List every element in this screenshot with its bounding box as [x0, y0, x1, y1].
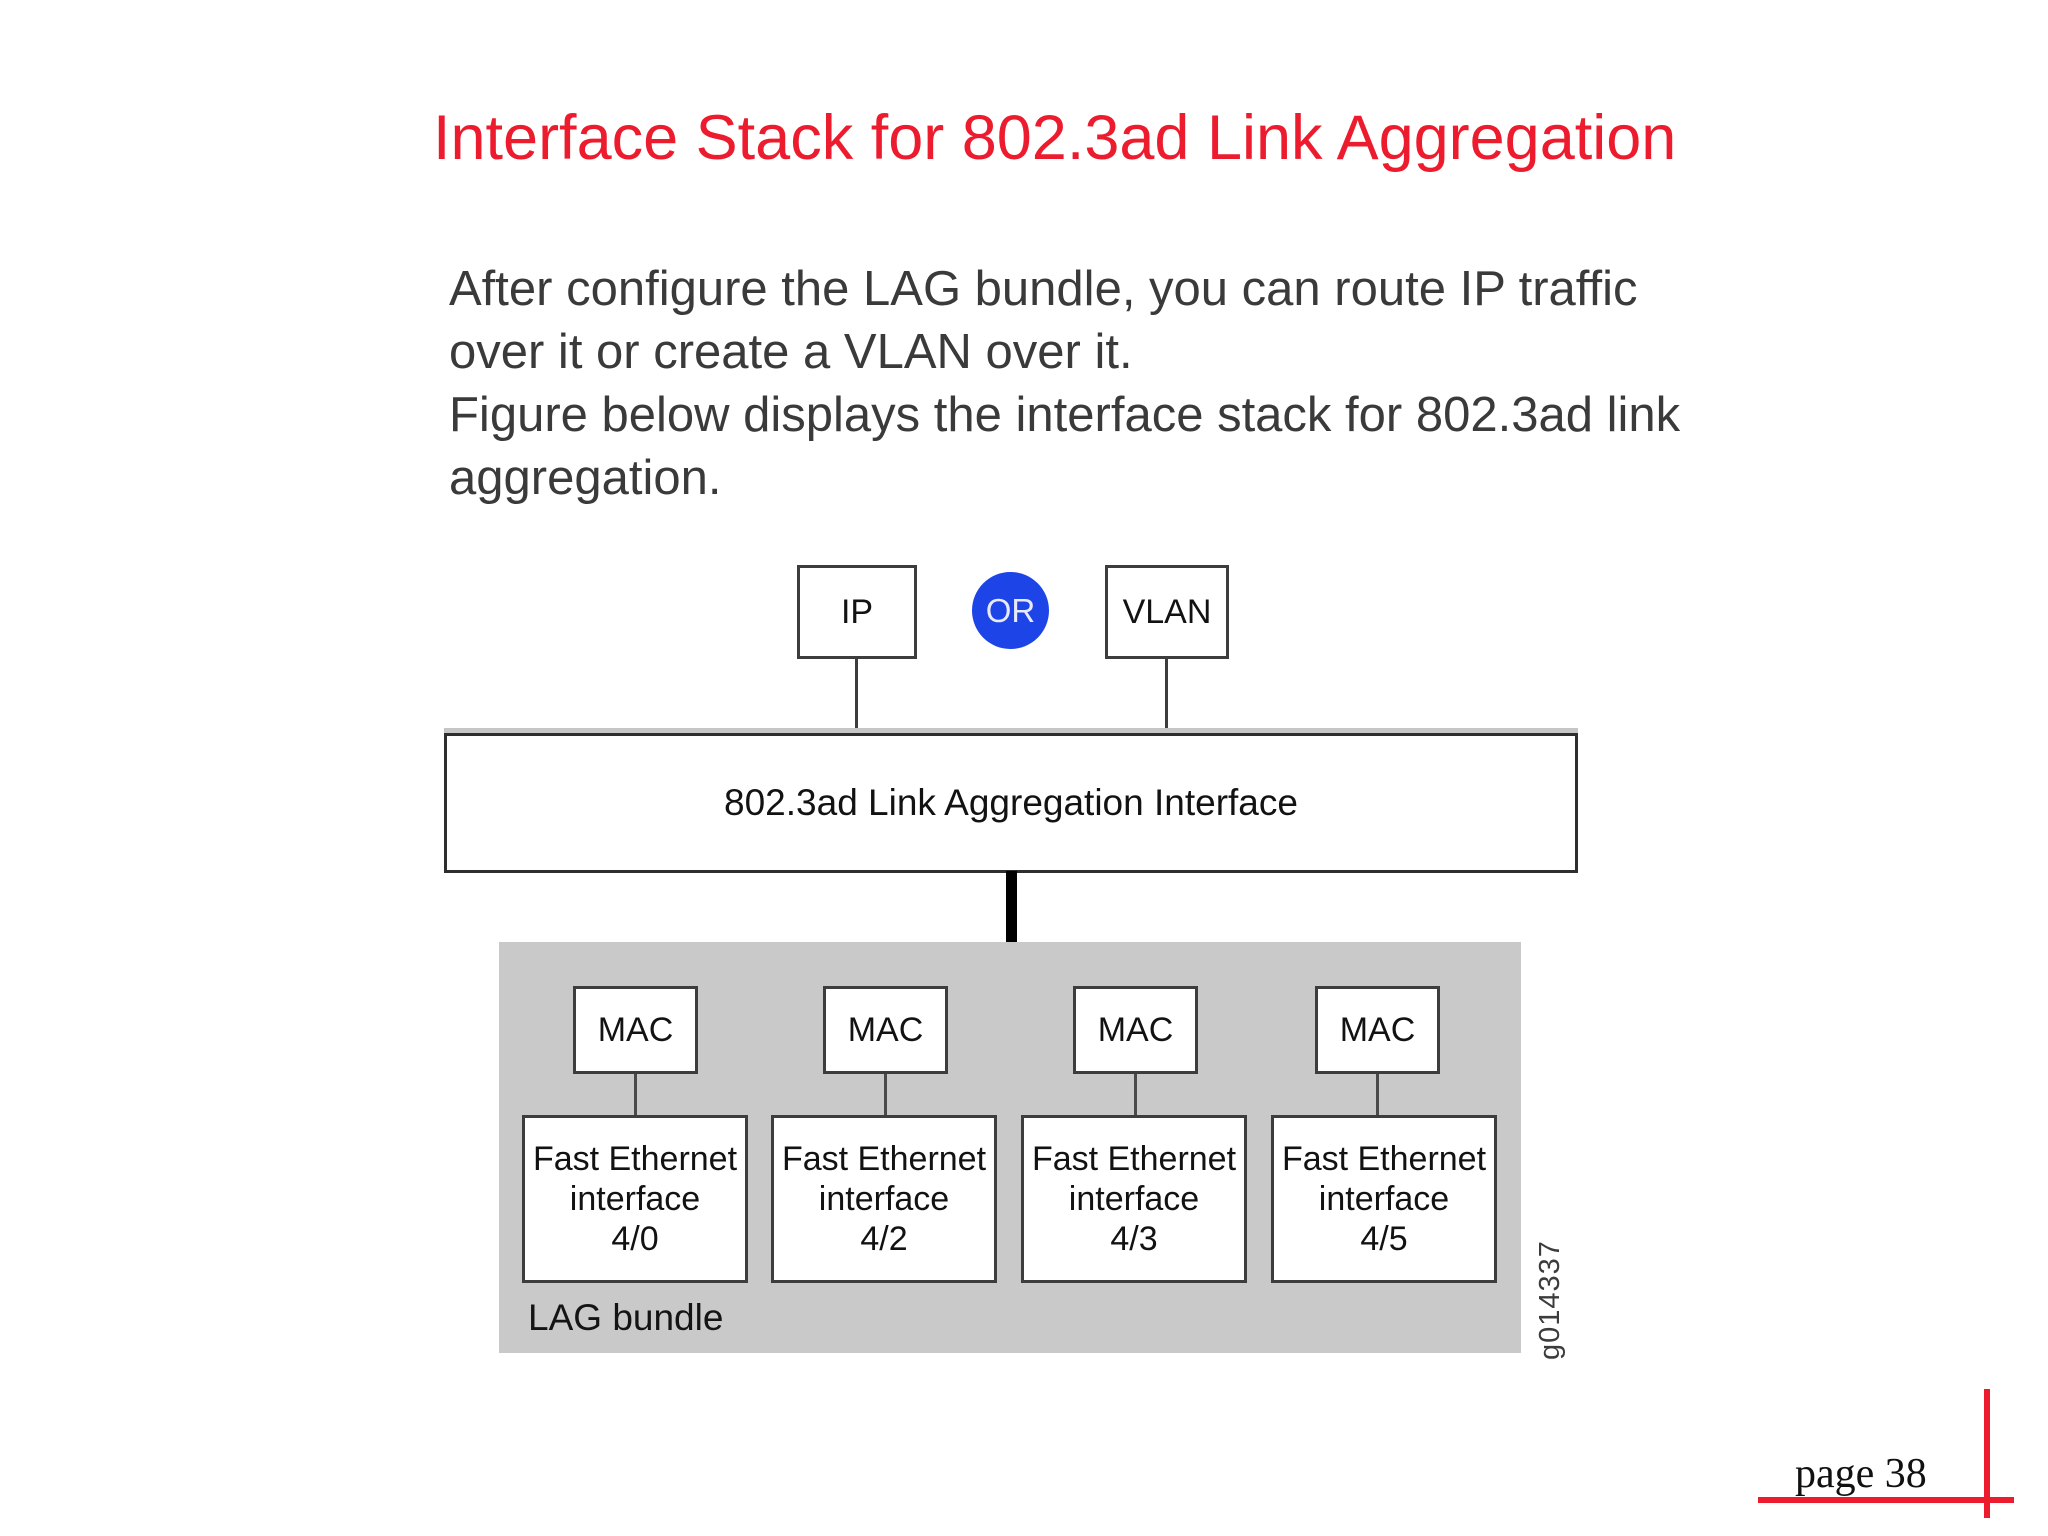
fast-ethernet-node: Fast Ethernet interface 4/2 — [771, 1115, 997, 1283]
ip-node: IP — [797, 565, 917, 659]
connector-mac-to-fe — [634, 1074, 637, 1116]
fast-ethernet-node: Fast Ethernet interface 4/5 — [1271, 1115, 1497, 1283]
fe-line: 4/0 — [611, 1220, 659, 1258]
footer-red-horizontal-line — [1758, 1497, 2014, 1503]
connector-mac-to-fe — [884, 1074, 887, 1116]
fast-ethernet-node: Fast Ethernet interface 4/0 — [522, 1115, 748, 1283]
paragraph-line: over it or create a VLAN over it. — [449, 325, 1133, 379]
fe-line: interface — [818, 1180, 950, 1218]
mac-node: MAC — [573, 986, 698, 1074]
fe-line: interface — [1318, 1180, 1450, 1218]
fe-line: Fast Ethernet — [781, 1140, 987, 1178]
fe-line: Fast Ethernet — [1281, 1140, 1487, 1178]
footer-red-vertical-line — [1984, 1389, 1990, 1518]
body-paragraph: After configure the LAG bundle, you can … — [449, 258, 1680, 510]
slide-title: Interface Stack for 802.3ad Link Aggrega… — [433, 103, 1677, 173]
lag-bundle-label: LAG bundle — [528, 1297, 724, 1338]
fe-line: interface — [569, 1180, 701, 1218]
fe-line: interface — [1068, 1180, 1200, 1218]
fe-line: 4/5 — [1360, 1220, 1408, 1258]
fe-line: Fast Ethernet — [1031, 1140, 1237, 1178]
fe-line: 4/2 — [860, 1220, 908, 1258]
fe-line: 4/3 — [1110, 1220, 1158, 1258]
aggregation-interface-box: 802.3ad Link Aggregation Interface — [444, 733, 1578, 873]
connector-agg-to-bundle — [1006, 871, 1017, 945]
connector-ip-to-agg — [855, 657, 858, 734]
connector-mac-to-fe — [1376, 1074, 1379, 1116]
fast-ethernet-node: Fast Ethernet interface 4/3 — [1021, 1115, 1247, 1283]
page-number: page 38 — [1795, 1451, 1927, 1497]
connector-vlan-to-agg — [1165, 657, 1168, 734]
paragraph-line: After configure the LAG bundle, you can … — [449, 262, 1638, 316]
fe-line: Fast Ethernet — [532, 1140, 738, 1178]
figure-id-label: g014337 — [1534, 1240, 1566, 1360]
mac-node: MAC — [1073, 986, 1198, 1074]
mac-node: MAC — [823, 986, 948, 1074]
or-badge: OR — [972, 572, 1049, 649]
connector-mac-to-fe — [1134, 1074, 1137, 1116]
vlan-node: VLAN — [1105, 565, 1229, 659]
paragraph-line: Figure below displays the interface stac… — [449, 388, 1681, 442]
paragraph-line: aggregation. — [449, 451, 722, 505]
mac-node: MAC — [1315, 986, 1440, 1074]
